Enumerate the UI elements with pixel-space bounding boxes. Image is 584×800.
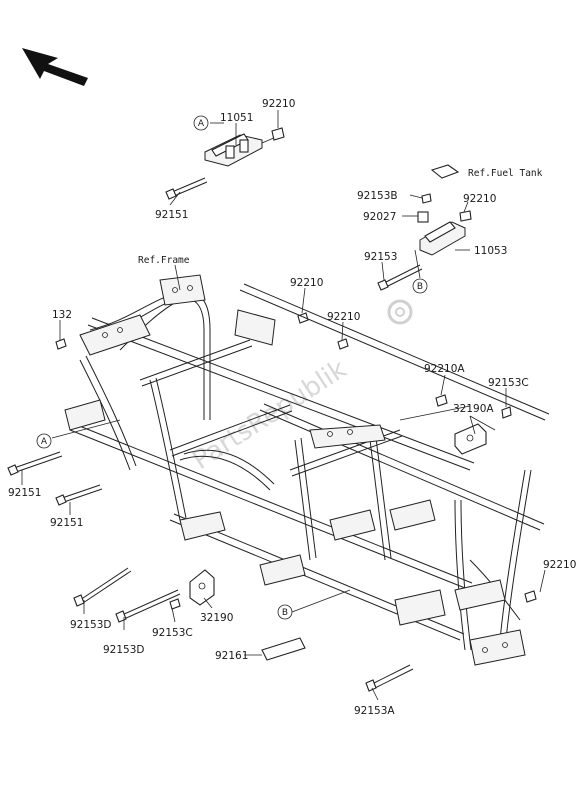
bracket-32190 <box>189 569 215 606</box>
bolt-92153A <box>365 664 414 692</box>
plate-92161 <box>261 637 306 661</box>
leader-lines <box>21 110 546 701</box>
label-11051: 11051 <box>220 112 253 124</box>
label-92161: 92161 <box>215 650 248 662</box>
nut-132 <box>55 338 67 350</box>
marker-B-mid: B <box>412 278 428 294</box>
label-92153D-1: 92153D <box>70 619 112 631</box>
bolt-92153-mid <box>377 264 423 291</box>
label-92210-a: 92210 <box>290 277 323 289</box>
label-32190A: 32190A <box>453 403 494 415</box>
part-labels: 11051 92210 92151 Ref.Fuel Tank 92153B 9… <box>8 98 576 717</box>
label-132: 132 <box>52 309 72 321</box>
label-92151-top: 92151 <box>155 209 188 221</box>
svg-text:B: B <box>282 608 288 618</box>
nut-92210-b <box>337 338 349 350</box>
label-92151-left2: 92151 <box>50 517 83 529</box>
label-92153D-2: 92153D <box>103 644 145 656</box>
nut-92210A <box>435 394 448 407</box>
bracket-32190A <box>454 423 487 455</box>
label-ref-fuel-tank: Ref.Fuel Tank <box>468 168 543 179</box>
nut-92153C-r <box>501 406 512 419</box>
marker-B-bottom: B <box>277 604 293 620</box>
label-11053: 11053 <box>474 245 507 257</box>
bracket-11051 <box>204 127 285 167</box>
bolt-92153D-1 <box>73 567 132 607</box>
svg-text:A: A <box>198 119 205 129</box>
label-92210-b: 92210 <box>327 311 360 323</box>
svg-text:A: A <box>41 437 48 447</box>
bolt-92151-top <box>165 177 208 200</box>
bolt-92151-left2 <box>55 484 103 506</box>
label-92153B: 92153B <box>357 190 398 202</box>
nut-92153C-b <box>169 598 181 610</box>
label-92027: 92027 <box>363 211 396 223</box>
label-92153C-r: 92153C <box>488 377 529 389</box>
bolt-92151-left1 <box>7 451 63 476</box>
main-frame <box>64 274 550 666</box>
direction-arrow-icon <box>22 48 88 86</box>
label-ref-frame: Ref.Frame <box>138 255 190 266</box>
nut-92210-r <box>524 590 537 603</box>
svg-text:B: B <box>417 282 423 292</box>
marker-A-left: A <box>36 433 52 449</box>
label-92210-mid: 92210 <box>463 193 496 205</box>
bracket-11053 <box>417 193 472 256</box>
marker-A-top: A <box>193 115 209 131</box>
bolt-92153D-2 <box>115 589 181 623</box>
watermark-gear-icon <box>387 299 413 325</box>
label-92151-left1: 92151 <box>8 487 41 499</box>
label-92210A: 92210A <box>424 363 465 375</box>
label-92153-mid: 92153 <box>364 251 397 263</box>
label-92153A: 92153A <box>354 705 395 717</box>
label-92210-top: 92210 <box>262 98 295 110</box>
label-32190: 32190 <box>200 612 233 624</box>
label-92210-r: 92210 <box>543 559 576 571</box>
fuel-tank-ref-plate <box>430 164 460 179</box>
label-92153C-b: 92153C <box>152 627 193 639</box>
